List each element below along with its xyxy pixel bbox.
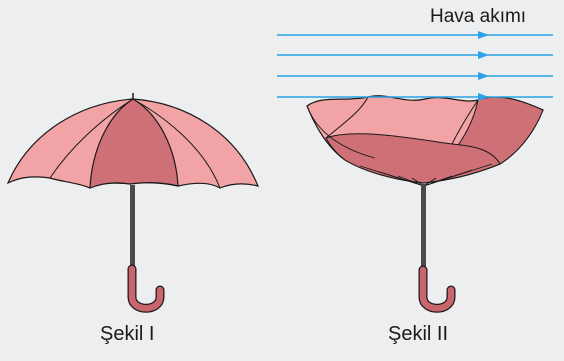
- umbrella-open-shaft: [130, 185, 135, 269]
- umbrella-inverted: [307, 96, 543, 308]
- umbrella-open: [8, 93, 258, 308]
- arrow-right-icon: [478, 31, 489, 39]
- arrow-right-icon: [478, 72, 489, 80]
- airflow-label: Hava akımı: [430, 6, 526, 28]
- caption-figure-1: Şekil I: [100, 323, 154, 346]
- umbrella-inverted-shaft: [421, 184, 426, 270]
- airflow-lines: [277, 31, 553, 80]
- arrow-right-icon: [478, 51, 489, 59]
- caption-figure-2: Şekil II: [388, 323, 448, 346]
